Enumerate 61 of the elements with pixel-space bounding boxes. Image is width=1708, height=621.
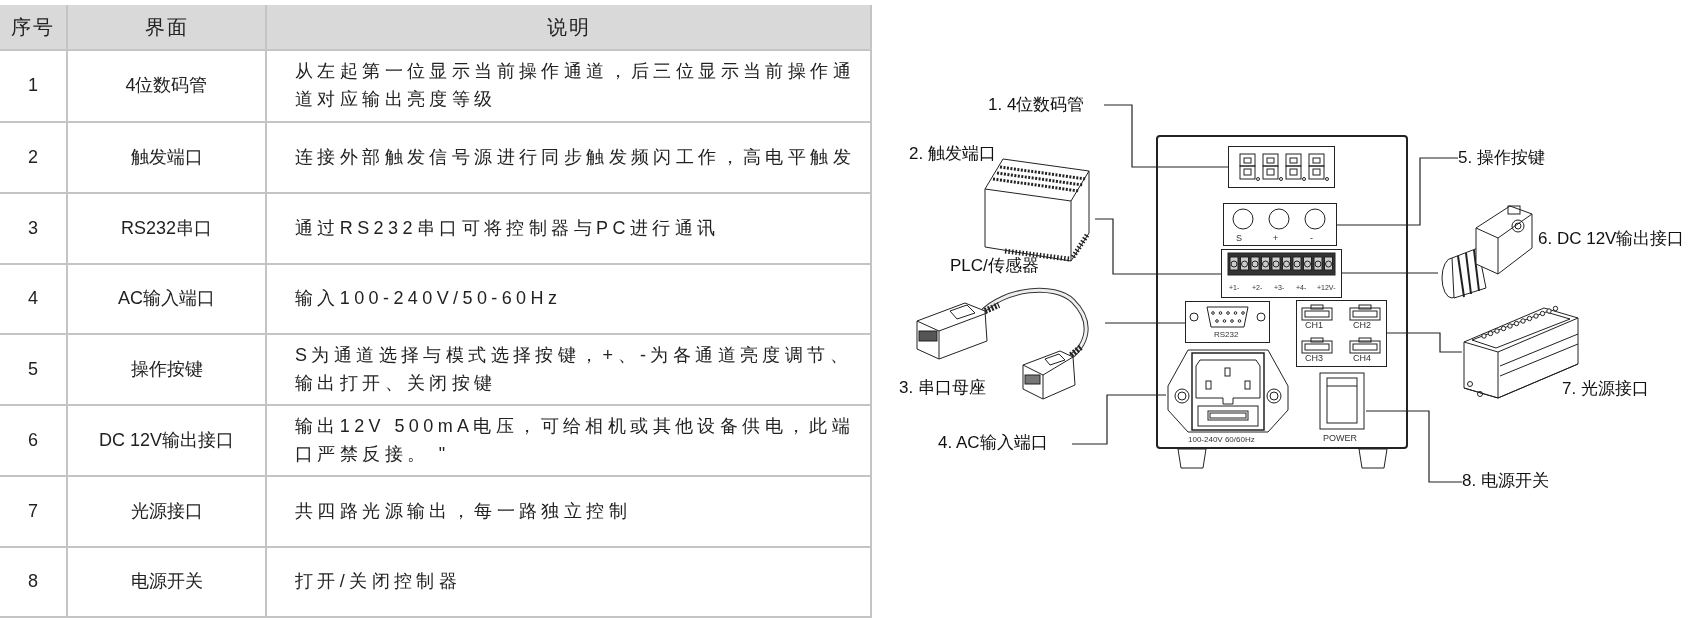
leader-line — [1103, 104, 1229, 168]
callout-label: 1. 4位数码管 — [988, 96, 1085, 113]
table-header-cell: 序号 — [0, 5, 68, 51]
serial-port — [1185, 301, 1270, 343]
button-panel — [1223, 203, 1337, 246]
table-cell: 8 — [0, 548, 68, 618]
table-cell: 3 — [0, 194, 68, 265]
table-cell: DC 12V输出接口 — [68, 406, 267, 477]
button-label: + — [1273, 234, 1279, 243]
callout-label: 3. 串口母座 — [899, 379, 986, 396]
table-cell: 电源开关 — [68, 548, 267, 618]
callout-label: PLC/传感器 — [950, 257, 1039, 274]
terminal-block — [1221, 249, 1342, 298]
table-cell: 通过RS232串口可将控制器与PC进行通讯 — [267, 194, 872, 265]
table-cell: 4位数码管 — [68, 51, 267, 123]
table-cell: 操作按键 — [68, 335, 267, 406]
leader-line — [1094, 218, 1222, 275]
channel-label: CH3 — [1305, 354, 1323, 363]
table-cell: 触发端口 — [68, 123, 267, 194]
table-cell: 从左起第一位显示当前操作通道，后三位显示当前操作通道对应输出亮度等级 — [267, 51, 872, 123]
table-cell: 输入100-240V/50-60Hz — [267, 265, 872, 335]
light-output-connector-panel — [1296, 300, 1387, 367]
port-label: RS232 — [1214, 331, 1239, 339]
controller-housing — [1156, 135, 1408, 449]
table-cell: 7 — [0, 477, 68, 548]
table-cell: 连接外部触发信号源进行同步触发频闪工作，高电平触发 — [267, 123, 872, 194]
button-label: - — [1310, 234, 1313, 243]
table-header-cell: 界面 — [68, 5, 267, 51]
table-header-cell: 说明 — [267, 5, 872, 51]
channel-label: CH1 — [1305, 321, 1323, 330]
table-cell: 5 — [0, 335, 68, 406]
table-cell: RS232串口 — [68, 194, 267, 265]
callout-label: 7. 光源接口 — [1562, 380, 1649, 397]
leader-line — [1341, 272, 1439, 274]
table-cell: S为通道选择与模式选择按键，+、-为各通道亮度调节、输出打开、关闭按键 — [267, 335, 872, 406]
table-cell: AC输入端口 — [68, 265, 267, 335]
leader-line — [1386, 332, 1463, 353]
table-cell: 光源接口 — [68, 477, 267, 548]
callout-label: 6. DC 12V输出接口 — [1538, 230, 1685, 247]
led-digit-display — [1228, 146, 1335, 188]
power-switch — [1318, 372, 1366, 444]
table-cell: 输出12V 500mA电压，可给相机或其他设备供电，此端口严禁反接。 " — [267, 406, 872, 477]
button-label: S — [1236, 234, 1242, 243]
table-cell: 4 — [0, 265, 68, 335]
callout-label: 2. 触发端口 — [909, 145, 996, 162]
callout-label: 4. AC输入端口 — [938, 434, 1048, 451]
table-cell: 1 — [0, 51, 68, 123]
channel-label: CH2 — [1353, 321, 1371, 330]
table-cell: 打开/关闭控制器 — [267, 548, 872, 618]
leader-line — [1336, 157, 1459, 226]
table-cell: 共四路光源输出，每一路独立控制 — [267, 477, 872, 548]
voltage-rating: 100-240V 60/60Hz — [1188, 436, 1255, 444]
callout-label: 5. 操作按键 — [1458, 149, 1545, 166]
table-cell: 6 — [0, 406, 68, 477]
switch-label: POWER — [1323, 434, 1357, 443]
channel-label: CH4 — [1353, 354, 1371, 363]
leader-line — [1104, 322, 1186, 324]
leader-line — [1071, 394, 1167, 445]
callout-label: 8. 电源开关 — [1462, 472, 1549, 489]
leader-line — [1365, 410, 1463, 483]
table-cell: 2 — [0, 123, 68, 194]
